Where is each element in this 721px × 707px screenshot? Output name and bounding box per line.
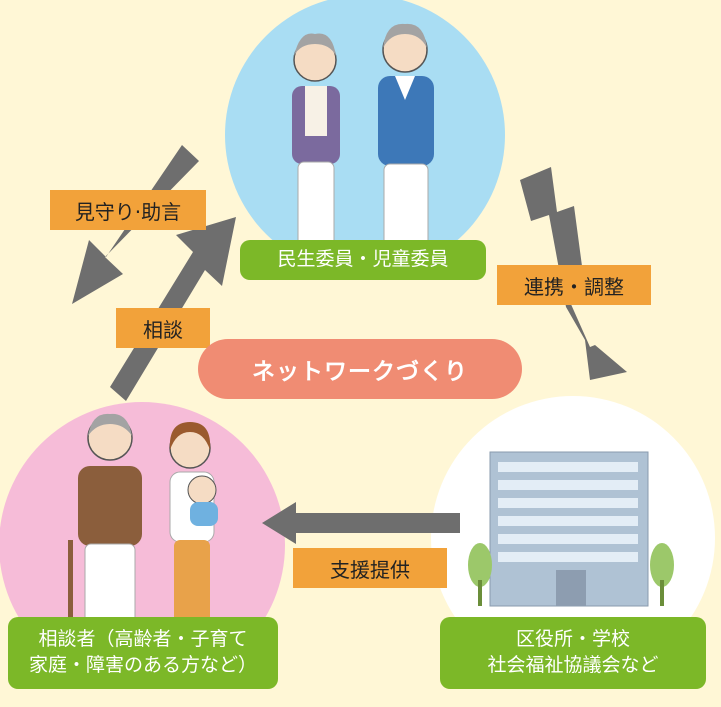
coordination-label: 連携・調整 [497, 265, 651, 305]
consult-label: 相談 [116, 308, 210, 348]
left-node-label: 相談者（高齢者・子育て 家庭・障害のある方など） [8, 617, 278, 689]
top-circle [225, 0, 505, 275]
watch-advice-label: 見守り·助言 [50, 190, 206, 230]
network-building-pill: ネットワークづくり [198, 339, 522, 399]
office-building-illustration [468, 451, 674, 607]
right-node-label-line2: 社会福祉協議会など [487, 654, 659, 676]
consulter-family-illustration [68, 413, 218, 636]
elderly-couple-illustration [292, 23, 434, 249]
top-node-label-text: 民生委員・児童委員 [277, 248, 449, 271]
right-node-label-line1: 区役所・学校 [515, 628, 630, 651]
left-node-label-line1: 相談者（高齢者・子育て [38, 628, 248, 651]
right-node-label: 区役所・学校 社会福祉協議会など [440, 617, 706, 689]
support-label: 支援提供 [293, 548, 447, 588]
arrow-support [262, 502, 460, 544]
top-node-label: 民生委員・児童委員 [240, 240, 486, 280]
left-node-label-line2: 家庭・障害のある方など） [28, 654, 257, 676]
